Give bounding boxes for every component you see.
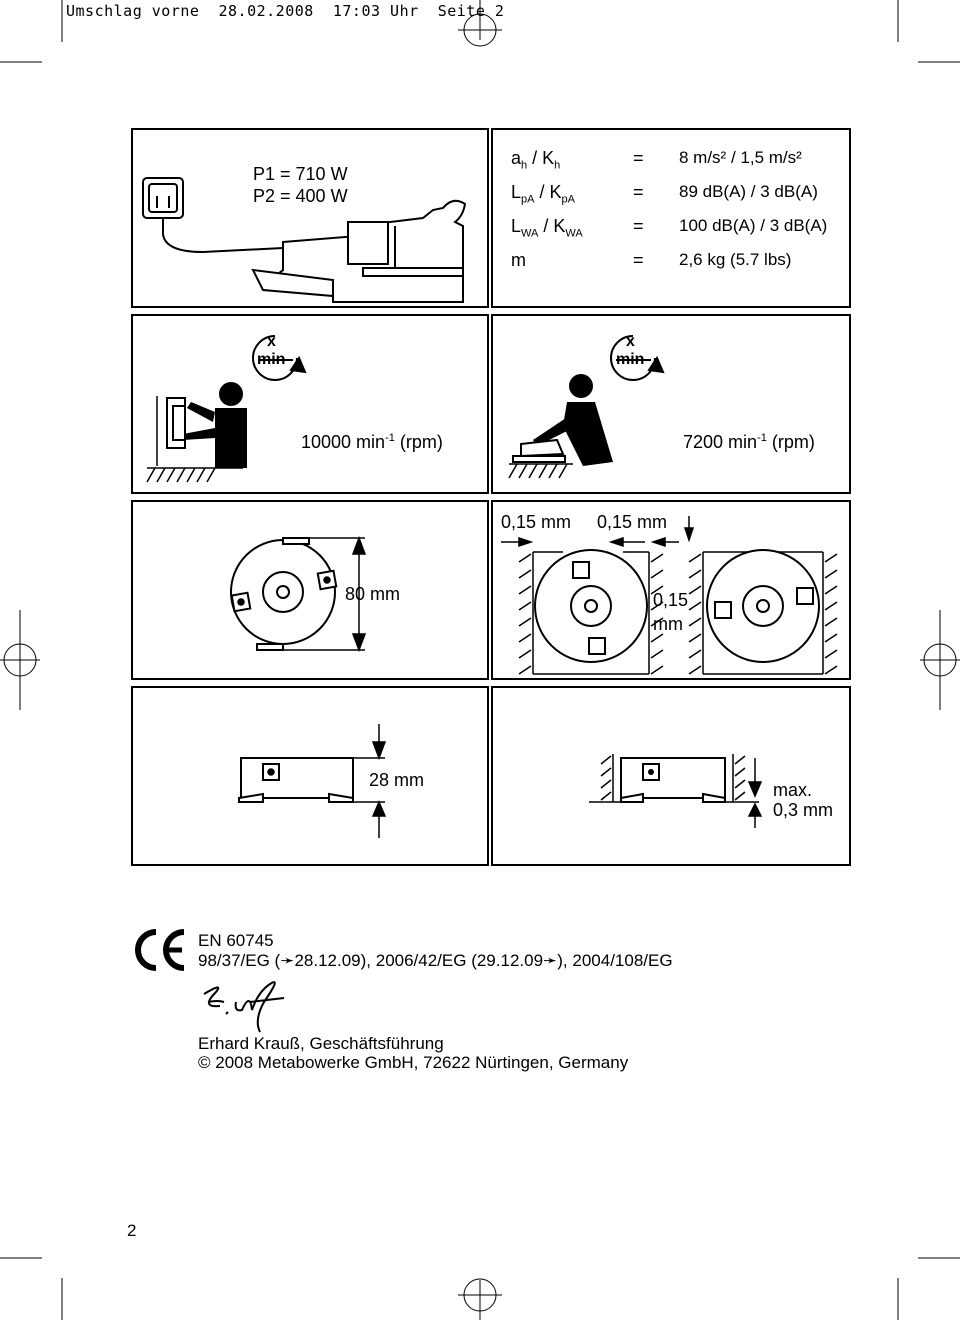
cut-width-diagram bbox=[238, 724, 387, 838]
speed-left-value: 10000 min-1 (rpm) bbox=[301, 432, 443, 452]
p1-label: P1 = 710 W bbox=[253, 164, 348, 184]
spec-symbol: ah / Kh bbox=[511, 148, 561, 172]
vertical-sanding-illustration bbox=[146, 335, 307, 483]
speed-panel-left: x min 10000 min-1 (rpm) bbox=[131, 314, 489, 494]
copyright-label: © 2008 Metabowerke GmbH, 72622 Nürtingen… bbox=[198, 1053, 629, 1072]
max-label-2: 0,3 mm bbox=[773, 800, 834, 820]
spec-equals: = bbox=[633, 148, 644, 168]
blade-diameter-label: 80 mm bbox=[345, 584, 401, 604]
speed-icon-x: x bbox=[267, 333, 276, 350]
offset-label-a: 0,15 mm bbox=[501, 512, 572, 532]
spec-equals: = bbox=[633, 250, 644, 270]
spec-equals: = bbox=[633, 216, 644, 236]
max-depth-panel: max. 0,3 mm bbox=[491, 686, 851, 866]
blade-diameter-panel: 80 mm bbox=[131, 500, 489, 680]
speed-icon-min-2: min bbox=[616, 351, 645, 368]
spec-value: 89 dB(A) / 3 dB(A) bbox=[679, 182, 818, 201]
offset-label-b: 0,15 mm bbox=[597, 512, 668, 532]
sander-illustration bbox=[142, 177, 467, 303]
offset-side-label-1: 0,15 bbox=[653, 590, 689, 610]
p2-label: P2 = 400 W bbox=[253, 186, 348, 206]
spec-value: 100 dB(A) / 3 dB(A) bbox=[679, 216, 828, 235]
spec-value: 2,6 kg (5.7 lbs) bbox=[679, 250, 792, 269]
max-depth-diagram bbox=[589, 754, 763, 828]
spec-symbol: LpA / KpA bbox=[511, 182, 575, 206]
speed-dial-icon bbox=[252, 335, 298, 381]
print-slug: Umschlag vorne 28.02.2008 17:03 Uhr Seit… bbox=[66, 2, 505, 20]
page-number: 2 bbox=[127, 1221, 137, 1240]
speed-panel-right: x min 7200 min-1 (rpm) bbox=[491, 314, 851, 494]
directives-label: 98/37/EG (➛28.12.09), 2006/42/EG (29.12.… bbox=[198, 951, 673, 970]
blade-offset-diagram bbox=[501, 516, 838, 675]
spec-equals: = bbox=[633, 182, 644, 202]
spec-value: 8 m/s² / 1,5 m/s² bbox=[679, 148, 802, 167]
max-label-1: max. bbox=[773, 780, 813, 800]
speed-icon-x-2: x bbox=[626, 333, 635, 350]
spec-symbol: LWA / KWA bbox=[511, 216, 583, 240]
blade-offset-panel: 0,15 mm 0,15 mm 0,15 mm bbox=[491, 500, 851, 680]
spec-symbol: m bbox=[511, 250, 526, 270]
offset-side-label-2: mm bbox=[653, 614, 683, 634]
cut-width-panel: 28 mm bbox=[131, 686, 489, 866]
ce-mark bbox=[132, 928, 188, 972]
horizontal-sanding-illustration bbox=[508, 335, 665, 479]
speed-right-value: 7200 min-1 (rpm) bbox=[683, 432, 815, 452]
blade-diagram bbox=[230, 535, 367, 653]
cut-width-label: 28 mm bbox=[369, 770, 425, 790]
power-panel: P1 = 710 W P2 = 400 W bbox=[131, 128, 489, 308]
signature bbox=[203, 981, 285, 1033]
speed-icon-min: min bbox=[257, 351, 286, 368]
specs-panel: ah / Kh = 8 m/s² / 1,5 m/s² LpA / KpA = 89 dB… bbox=[491, 128, 851, 308]
standard-label: EN 60745 bbox=[198, 931, 274, 950]
signer-label: Erhard Krauß, Geschäftsführung bbox=[198, 1034, 444, 1053]
